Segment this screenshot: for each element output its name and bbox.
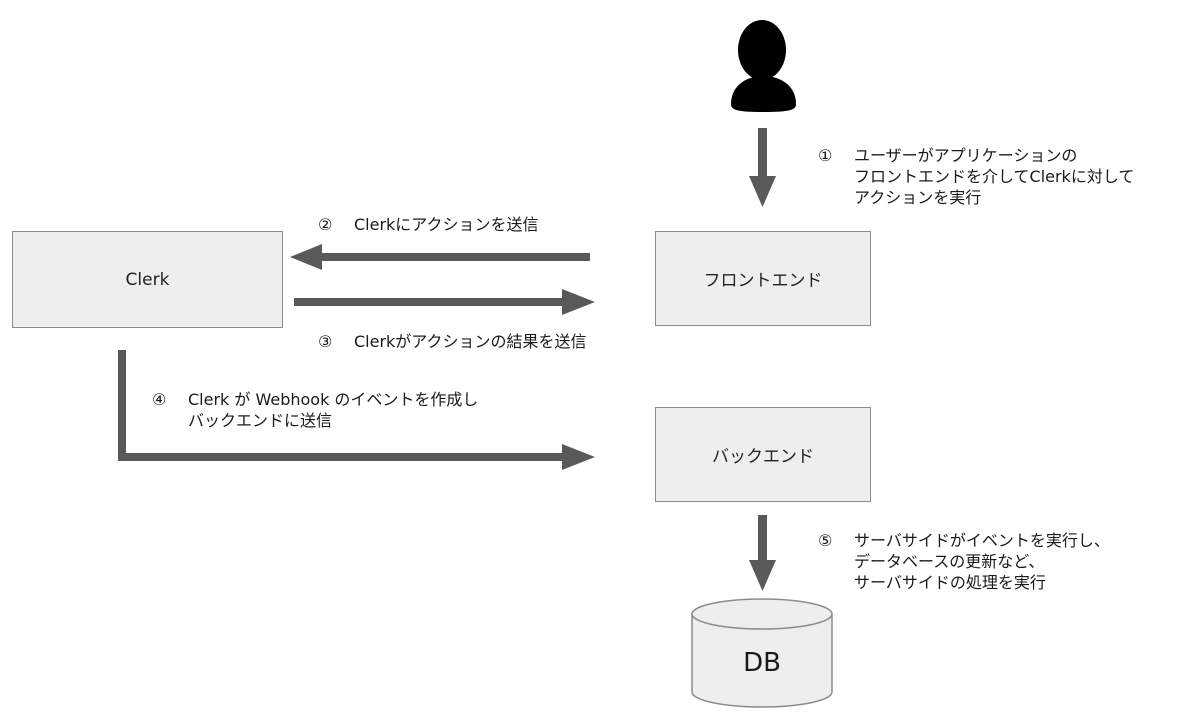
step-4-note: ④ Clerk が Webhook のイベントを作成し バックエンドに送信 <box>152 389 478 431</box>
arrow-frontend-to-clerk <box>290 244 590 270</box>
database-label: DB <box>743 648 781 678</box>
database-cylinder: DB <box>691 598 833 708</box>
step-5-line-1: サーバサイドがイベントを実行し、 <box>854 531 1110 550</box>
step-1-line-1: ユーザーがアプリケーションの <box>854 146 1078 165</box>
frontend-node-label: フロントエンド <box>703 271 823 291</box>
arrow-backend-to-db <box>749 515 776 591</box>
step-1-line-3: アクションを実行 <box>854 188 982 207</box>
step-4-number: ④ <box>152 390 167 409</box>
frontend-node: フロントエンド <box>655 231 871 326</box>
step-2-note: ② Clerkにアクションを送信 <box>318 214 539 235</box>
clerk-node-label: Clerk <box>125 269 170 290</box>
step-5-note: ⑤ サーバサイドがイベントを実行し、 データベースの更新など、 サーバサイドの処理… <box>818 530 1110 593</box>
arrow-clerk-to-backend <box>118 350 595 470</box>
step-5-line-2: データベースの更新など、 <box>854 552 1045 571</box>
step-2-number: ② <box>318 215 333 234</box>
clerk-node: Clerk <box>12 231 283 328</box>
step-3-line-1: Clerkがアクションの結果を送信 <box>354 332 587 351</box>
step-4-line-2: バックエンドに送信 <box>188 411 333 430</box>
arrow-user-to-frontend <box>749 128 776 207</box>
backend-node-label: バックエンド <box>712 447 814 467</box>
step-4-line-1: Clerk が Webhook のイベントを作成し <box>188 390 479 409</box>
step-5-number: ⑤ <box>818 531 833 550</box>
step-5-line-3: サーバサイドの処理を実行 <box>854 573 1046 592</box>
backend-node: バックエンド <box>655 407 871 502</box>
user-icon <box>731 20 796 112</box>
step-3-number: ③ <box>318 332 333 351</box>
step-1-line-2: フロントエンドを介してClerkに対して <box>854 167 1135 186</box>
arrow-clerk-to-frontend <box>294 289 595 315</box>
step-1-note: ① ユーザーがアプリケーションの フロントエンドを介してClerkに対して アクシ… <box>818 145 1134 208</box>
step-1-number: ① <box>818 146 833 165</box>
step-2-line-1: Clerkにアクションを送信 <box>354 215 539 234</box>
step-3-note: ③ Clerkがアクションの結果を送信 <box>318 331 587 352</box>
